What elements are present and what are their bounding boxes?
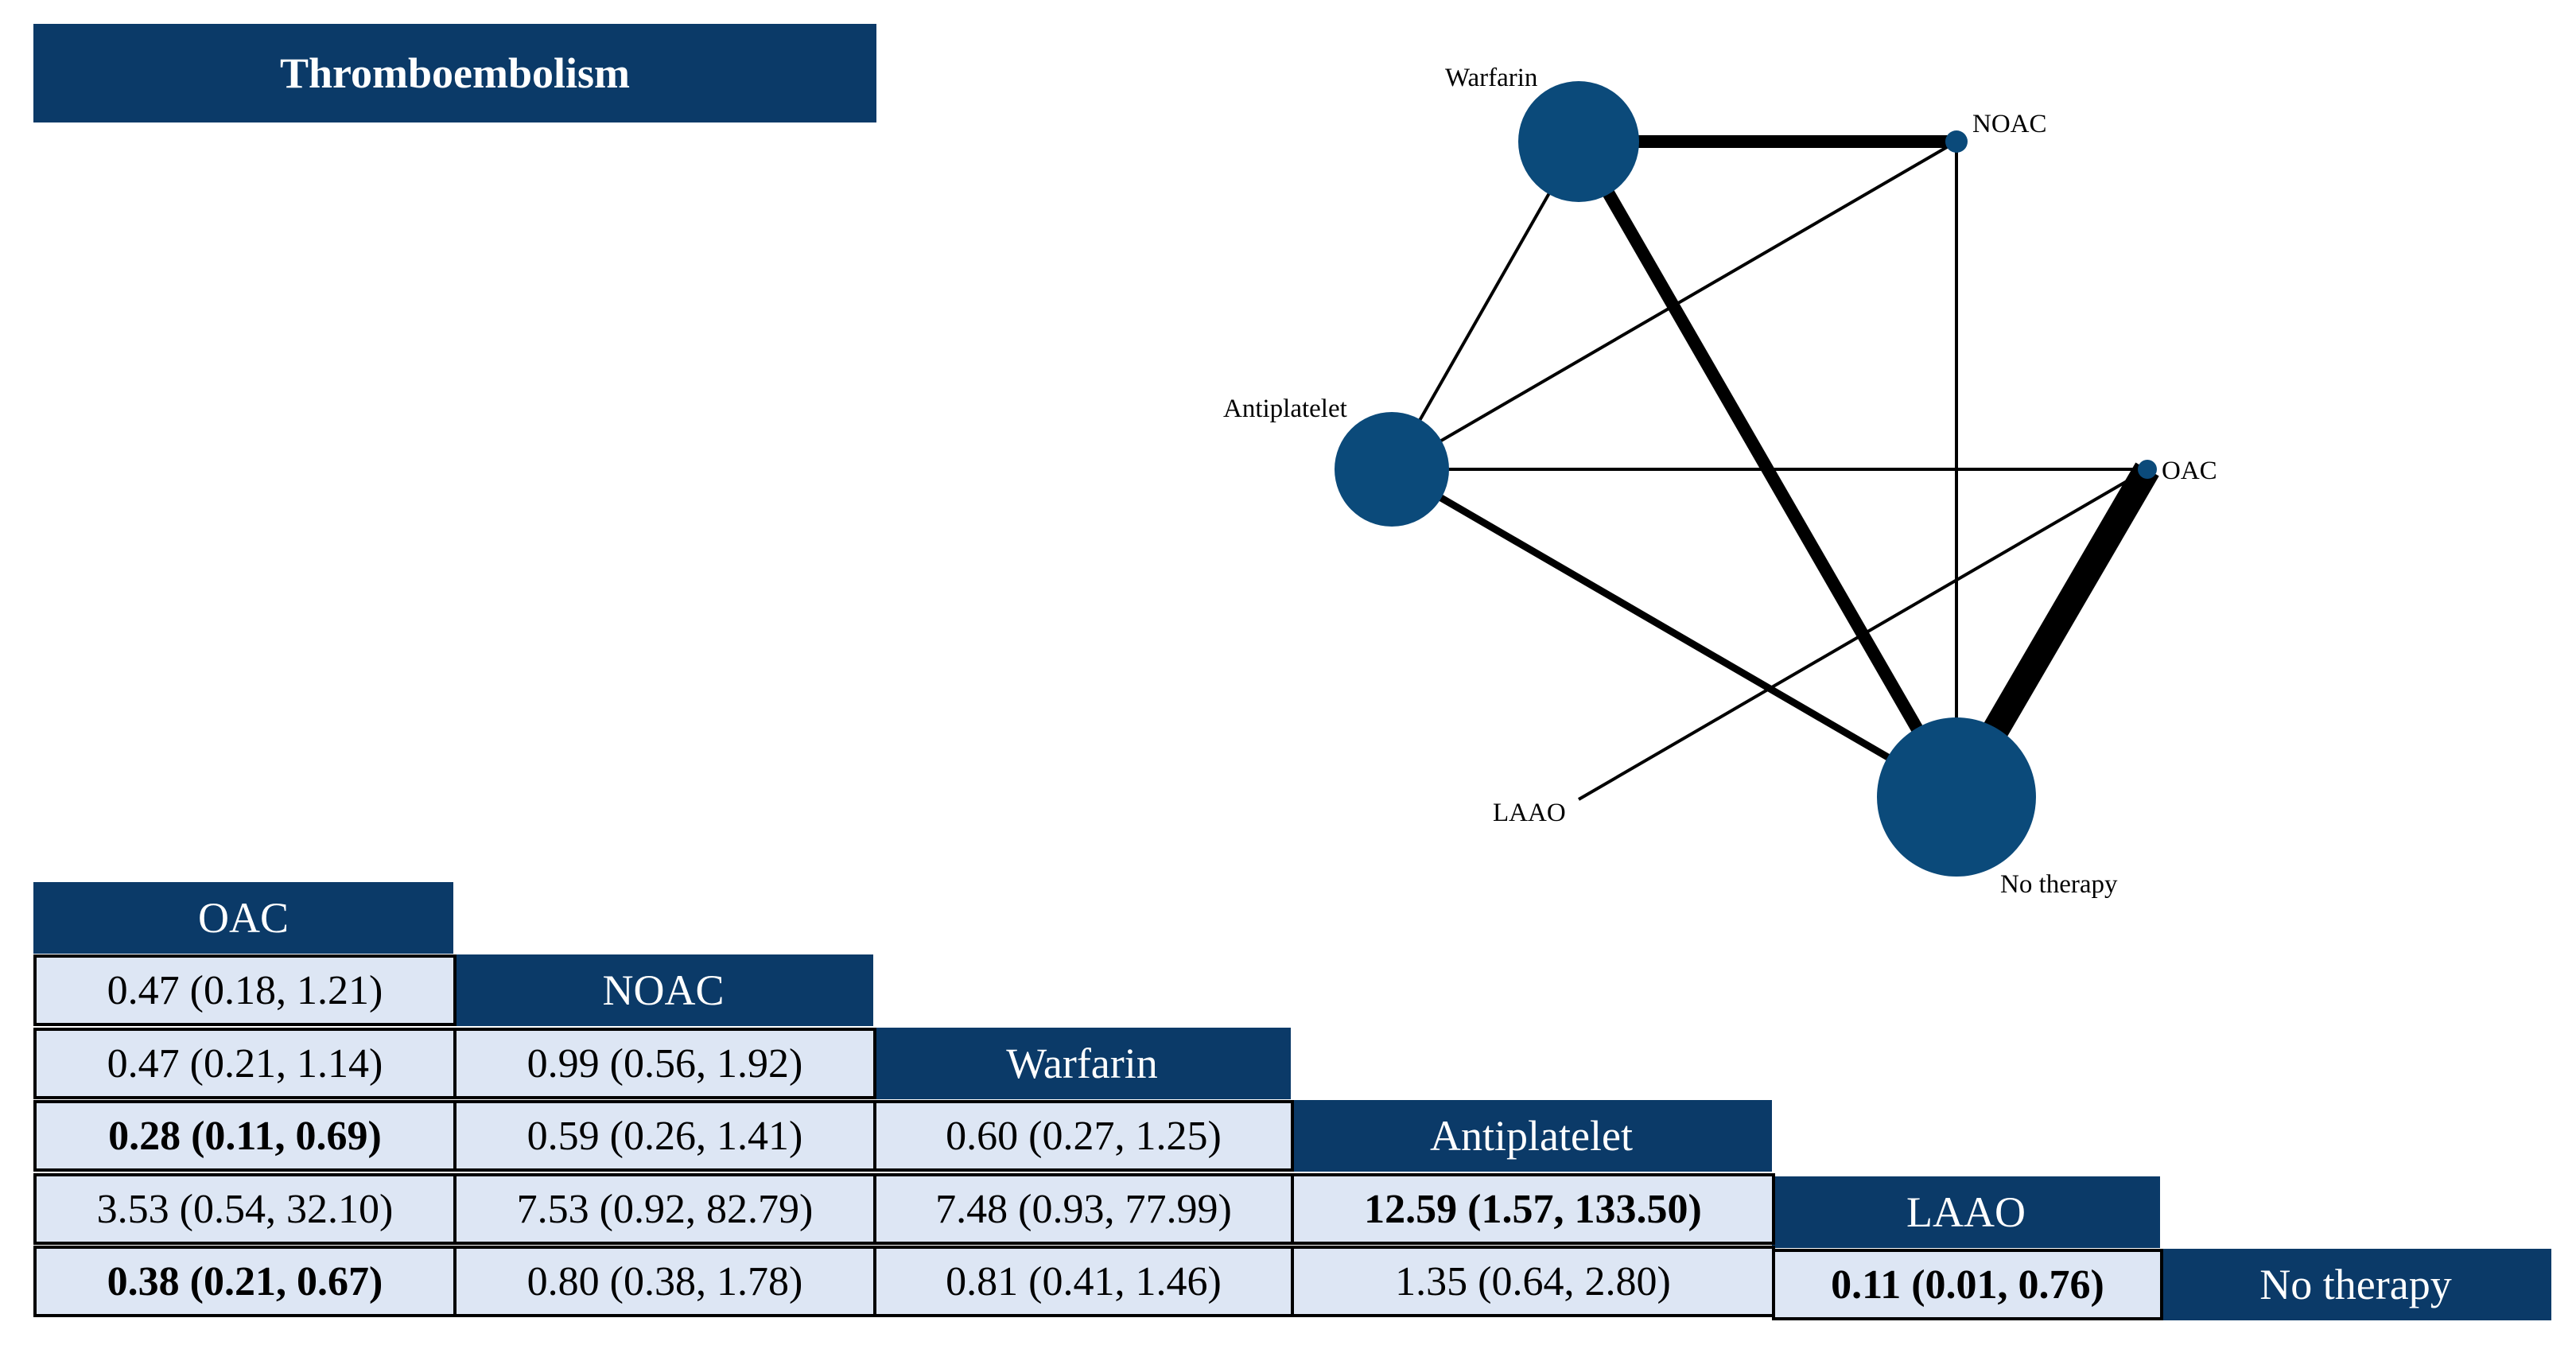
cell-r3-c3: 0.60 (0.27, 1.25) [873, 1100, 1294, 1172]
edge-antiplatelet-no-therapy [1389, 466, 1959, 800]
node-antiplatelet [1335, 412, 1449, 527]
cell-r1-c1: 0.47 (0.18, 1.21) [33, 954, 457, 1026]
cell-r4-c4: 12.59 (1.57, 133.50) [1291, 1173, 1775, 1245]
cell-r5-c5: 0.11 (0.01, 0.76) [1772, 1249, 2163, 1320]
network-edges [1389, 135, 2159, 804]
edge-warfarin-antiplatelet [1390, 141, 1580, 470]
header-oac: OAC [33, 882, 453, 954]
edge-noac-antiplatelet [1390, 140, 1958, 471]
cell-r3-c1: 0.28 (0.11, 0.69) [33, 1100, 457, 1172]
cell-r5-c4: 1.35 (0.64, 2.80) [1291, 1246, 1775, 1317]
label-antiplatelet: Antiplatelet [1223, 395, 1347, 423]
node-noac [1945, 130, 1968, 153]
cell-r2-c1: 0.47 (0.21, 1.14) [33, 1028, 457, 1099]
cell-r5-c1: 0.38 (0.21, 0.67) [33, 1246, 457, 1317]
header-laao: LAAO [1772, 1176, 2160, 1248]
label-laao: LAAO [1493, 799, 1566, 827]
node-warfarin [1518, 81, 1639, 202]
cell-r4-c2: 7.53 (0.92, 82.79) [453, 1173, 876, 1245]
cell-r5-c3: 0.81 (0.41, 1.46) [873, 1246, 1294, 1317]
label-warfarin: Warfarin [1445, 64, 1537, 92]
label-no-therapy: No therapy [2000, 870, 2118, 899]
header-warfarin: Warfarin [873, 1028, 1291, 1099]
cell-r5-c2: 0.80 (0.38, 1.78) [453, 1246, 876, 1317]
network-labels: Warfarin NOAC Antiplatelet OAC LAAO No t… [1223, 64, 2217, 899]
header-noac: NOAC [453, 954, 873, 1026]
header-antiplatelet: Antiplatelet [1291, 1100, 1772, 1172]
cell-r4-c1: 3.53 (0.54, 32.10) [33, 1173, 457, 1245]
figure-title: Thromboembolism [33, 24, 876, 122]
cell-r4-c3: 7.48 (0.93, 77.99) [873, 1173, 1294, 1245]
node-oac [2138, 460, 2157, 479]
node-no-therapy [1877, 717, 2036, 877]
edge-oac-laao [1577, 468, 2149, 801]
label-noac: NOAC [1972, 110, 2047, 138]
network-nodes [1335, 81, 2157, 877]
label-oac: OAC [2162, 457, 2217, 485]
header-no-therapy: No therapy [2160, 1249, 2551, 1320]
cell-r2-c2: 0.99 (0.56, 1.92) [453, 1028, 876, 1099]
cell-r3-c2: 0.59 (0.26, 1.41) [453, 1100, 876, 1172]
